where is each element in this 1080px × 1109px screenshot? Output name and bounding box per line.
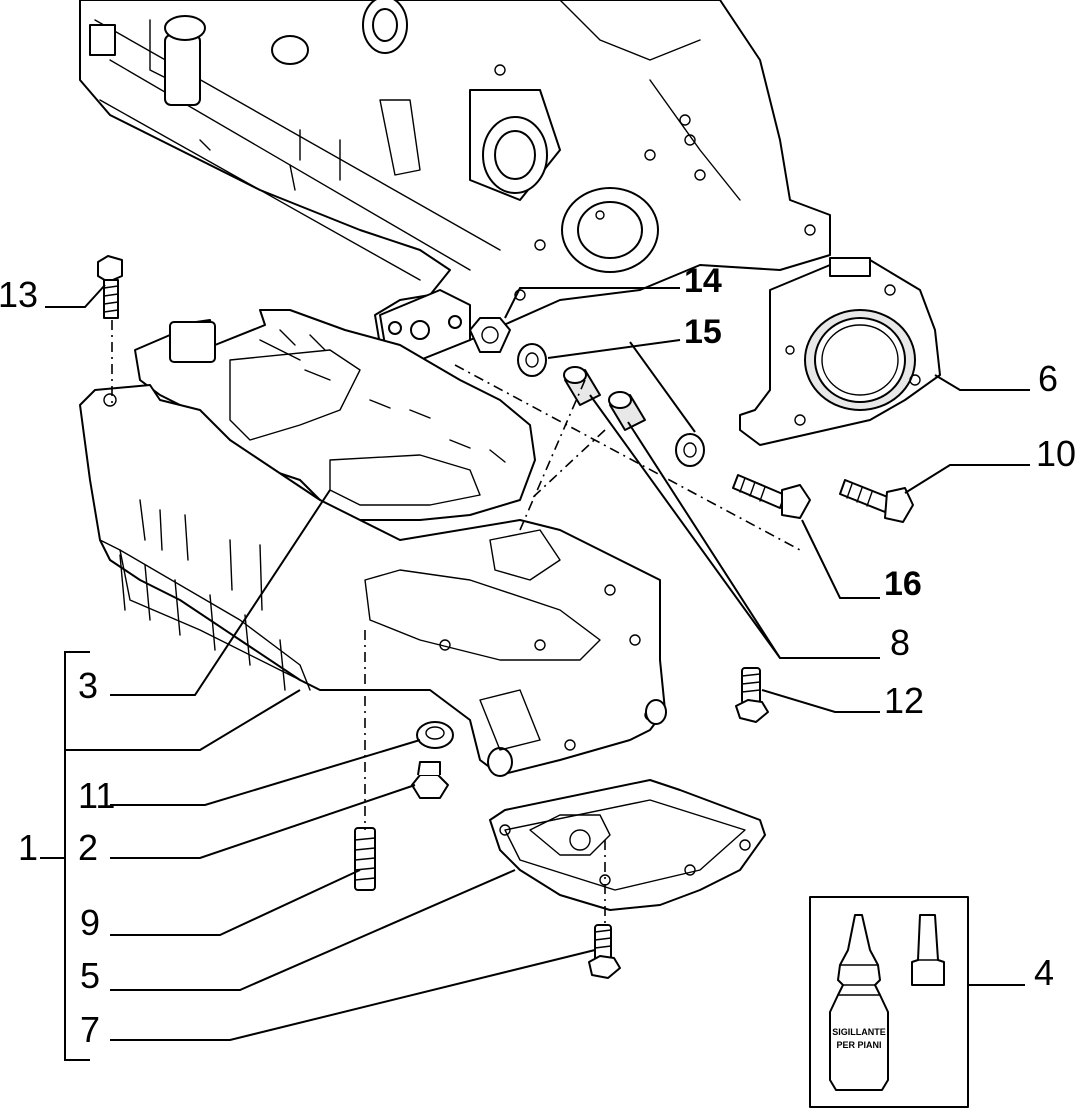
sealant-label-line1: SIGILLANTE <box>832 1027 886 1037</box>
callout-13: 13 <box>0 274 38 315</box>
callout-7: 7 <box>80 1009 100 1050</box>
callout-1: 1 <box>18 827 38 868</box>
part-1-oil-sump <box>79 384 667 777</box>
part-6-seal-housing <box>739 257 941 446</box>
callout-8: 8 <box>890 622 910 663</box>
callout-6: 6 <box>1038 358 1058 399</box>
part-10-bolt <box>839 479 914 523</box>
callout-4: 4 <box>1034 952 1054 993</box>
callout-11: 11 <box>78 775 115 816</box>
callout-9: 9 <box>80 902 100 943</box>
part-4-sealant-kit: SIGILLANTE PER PIANI <box>809 896 969 1108</box>
part-13-bolt <box>97 255 123 319</box>
part-16-bolt <box>732 474 811 519</box>
callout-5: 5 <box>80 955 100 996</box>
callout-15: 15 <box>684 313 722 351</box>
callout-12: 12 <box>884 680 924 721</box>
callout-2: 2 <box>78 827 98 868</box>
part-15-washer-b <box>675 433 705 467</box>
part-11-gasket-washer <box>416 721 454 749</box>
part-14-nut <box>469 317 511 353</box>
sealant-label-line2: PER PIANI <box>836 1040 881 1050</box>
alignment-lines <box>111 320 801 925</box>
part-5-lower-oil-pan <box>489 779 766 911</box>
part-12-screw <box>735 667 769 723</box>
part-2-drain-plug <box>411 761 449 799</box>
part-3-gasket <box>134 309 536 521</box>
part-7-screw <box>588 924 621 979</box>
callout-16: 16 <box>884 565 922 603</box>
part-8-bushing-b <box>608 391 646 431</box>
leader-lines <box>40 284 1030 1041</box>
part-9-stud <box>354 827 376 891</box>
part-15-washer-a <box>517 343 547 377</box>
callout-14: 14 <box>684 262 722 300</box>
engine-block <box>79 0 831 361</box>
callout-10: 10 <box>1036 433 1076 474</box>
callout-3: 3 <box>78 665 98 706</box>
